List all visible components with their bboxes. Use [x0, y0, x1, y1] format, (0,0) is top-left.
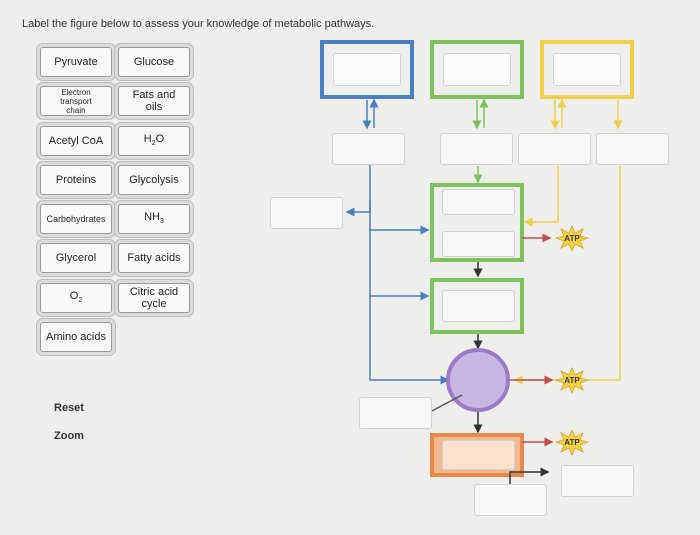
drop-target-etc[interactable]	[442, 440, 515, 470]
drop-target-yellow-mid-2[interactable]	[596, 133, 669, 165]
drop-target-pyruvate[interactable]	[442, 290, 515, 322]
drop-target-cycle-input[interactable]	[359, 397, 432, 429]
label-text: Amino acids	[46, 331, 106, 343]
label-glycolysis[interactable]: Glycolysis	[118, 165, 190, 195]
drop-target-etc-bottom[interactable]	[474, 484, 547, 516]
atp-label-3: ATP	[564, 437, 580, 447]
atp-starburst-3	[554, 428, 590, 457]
drop-target-yellow-source[interactable]	[553, 53, 621, 86]
instruction-text: Label the figure below to assess your kn…	[22, 18, 375, 30]
label-carbohydrates[interactable]: Carbohydrates	[40, 204, 112, 234]
zoom-button[interactable]: Zoom	[54, 430, 84, 442]
drop-target-glycolysis-bottom[interactable]	[442, 231, 515, 257]
source-box-green	[430, 40, 524, 99]
label-text: Acetyl CoA	[48, 135, 104, 147]
label-acetyl-coa[interactable]: Acetyl CoA	[40, 126, 112, 156]
label-water[interactable]: H2O	[118, 126, 190, 156]
label-text: Fatty acids	[127, 252, 181, 264]
label-text: Proteins	[55, 174, 97, 186]
reset-button[interactable]: Reset	[54, 402, 84, 414]
atp-starburst-1	[554, 224, 590, 253]
label-proteins[interactable]: Proteins	[40, 165, 112, 195]
label-glycerol[interactable]: Glycerol	[40, 243, 112, 273]
label-ammonia[interactable]: NH3	[118, 204, 190, 234]
pyruvate-box	[430, 278, 524, 334]
label-text: Glycolysis	[129, 174, 179, 186]
glycolysis-box	[430, 183, 524, 262]
blue-line-to-cycle	[369, 165, 450, 385]
atp-label-1: ATP	[564, 233, 580, 243]
source-box-blue	[320, 40, 414, 99]
drop-target-yellow-mid-1[interactable]	[518, 133, 591, 165]
label-oxygen[interactable]: O2	[40, 283, 112, 313]
label-text: H2O	[143, 132, 165, 147]
source-box-yellow	[540, 40, 634, 99]
label-fatty-acids[interactable]: Fatty acids	[118, 243, 190, 273]
drop-target-blue-source[interactable]	[333, 53, 401, 86]
label-text: NH3	[144, 210, 164, 225]
label-text: Pyruvate	[54, 56, 98, 68]
label-text: Glycerol	[55, 252, 97, 264]
drop-target-etc-output[interactable]	[561, 465, 634, 497]
label-amino-acids[interactable]: Amino acids	[40, 322, 112, 352]
label-text: O2	[69, 289, 83, 304]
drop-target-green-mid[interactable]	[440, 133, 513, 165]
label-pyruvate[interactable]: Pyruvate	[40, 47, 112, 77]
label-text: Glucose	[133, 56, 175, 68]
label-glucose[interactable]: Glucose	[118, 47, 190, 77]
drop-target-blue-side[interactable]	[270, 197, 343, 229]
atp-starburst-2	[554, 366, 590, 395]
atp-label-2: ATP	[564, 375, 580, 385]
drop-target-green-source[interactable]	[443, 53, 511, 86]
label-text: Carbohydrates	[46, 214, 106, 224]
drop-target-blue-mid[interactable]	[332, 133, 405, 165]
citric-acid-cycle-circle	[446, 348, 510, 412]
drop-target-glycolysis-top[interactable]	[442, 189, 515, 215]
